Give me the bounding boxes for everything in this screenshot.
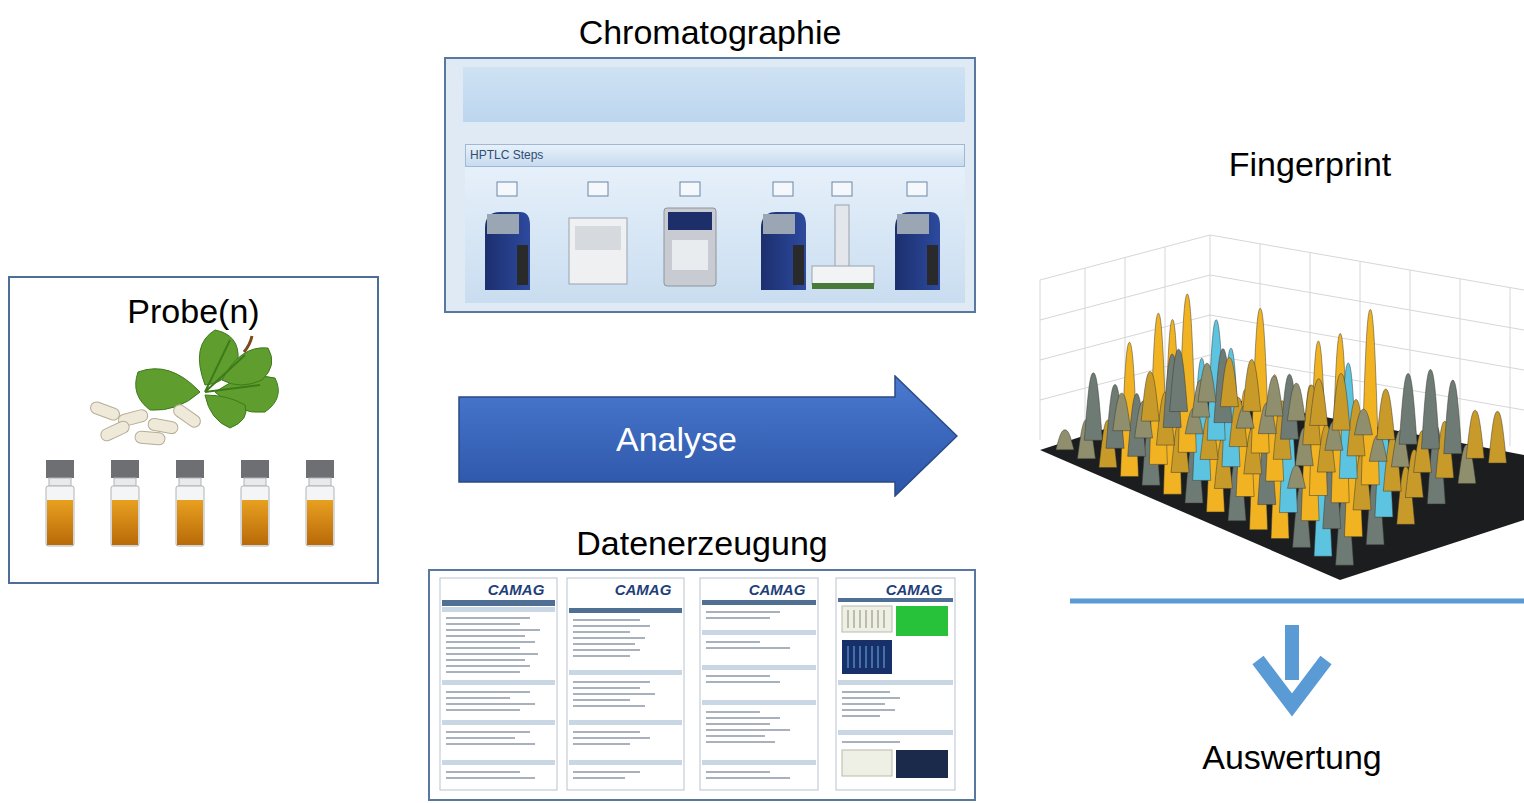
arrow-text-slot: Analyse [458, 397, 895, 482]
process-arrow: Analyse [458, 375, 958, 497]
arrow-label: Analyse [616, 420, 737, 459]
evaluation-arrow [1070, 601, 1524, 705]
chart-peak [1220, 358, 1238, 407]
process-panel: Datenerzeugung [428, 518, 976, 801]
logo-text: CAMAG [749, 581, 806, 598]
chart-peak [1354, 409, 1372, 435]
panel-heading: Datenerzeugung [576, 524, 827, 563]
logo-text: CAMAG [488, 581, 545, 598]
chart-peak [1265, 376, 1283, 416]
arrow-outline [459, 376, 957, 496]
report-thumbnails [440, 578, 955, 790]
panel-frame [428, 569, 976, 801]
heading-slot: Chromatographie [444, 8, 976, 57]
chart-peak [1056, 430, 1074, 450]
chart-title: Fingerprint [1229, 145, 1392, 184]
chart-peak [1444, 380, 1462, 454]
process-panel: ChromatographieHPTLC Steps [444, 8, 976, 313]
logo-text: CAMAG [615, 581, 672, 598]
heading-slot: Datenerzeugung [428, 518, 976, 569]
box-title: Probe(n) [127, 292, 259, 331]
chart-peak [1332, 373, 1350, 430]
chart-peak [1198, 363, 1216, 402]
sample-box: Probe(n) [8, 276, 379, 584]
chart-peak [1399, 374, 1417, 445]
chart-peak [1243, 360, 1261, 412]
chart-peak [1141, 372, 1159, 422]
sample-illustration [46, 330, 334, 546]
chart-peak [1466, 410, 1484, 458]
chart-peak [1488, 411, 1506, 463]
instrument-icons [485, 182, 940, 290]
fingerprint-3d-chart [1040, 235, 1524, 580]
chart-peak [1113, 393, 1131, 431]
chart-peak [1084, 373, 1102, 440]
band-title: HPTLC Steps [470, 149, 543, 163]
chart-peak [1170, 349, 1188, 411]
result-label: Auswertung [1202, 738, 1382, 777]
panel-heading: Chromatographie [579, 13, 842, 52]
panel-frame [444, 57, 976, 313]
chart-peak [1310, 379, 1328, 426]
chart-peak [1288, 465, 1306, 488]
chart-peak [1287, 383, 1305, 421]
panel-header-band: HPTLC Steps [465, 144, 965, 167]
chart-peak [1377, 389, 1395, 439]
chart-peak [1309, 341, 1327, 495]
logo-text: CAMAG [886, 581, 943, 598]
chart-peak [1421, 369, 1439, 448]
